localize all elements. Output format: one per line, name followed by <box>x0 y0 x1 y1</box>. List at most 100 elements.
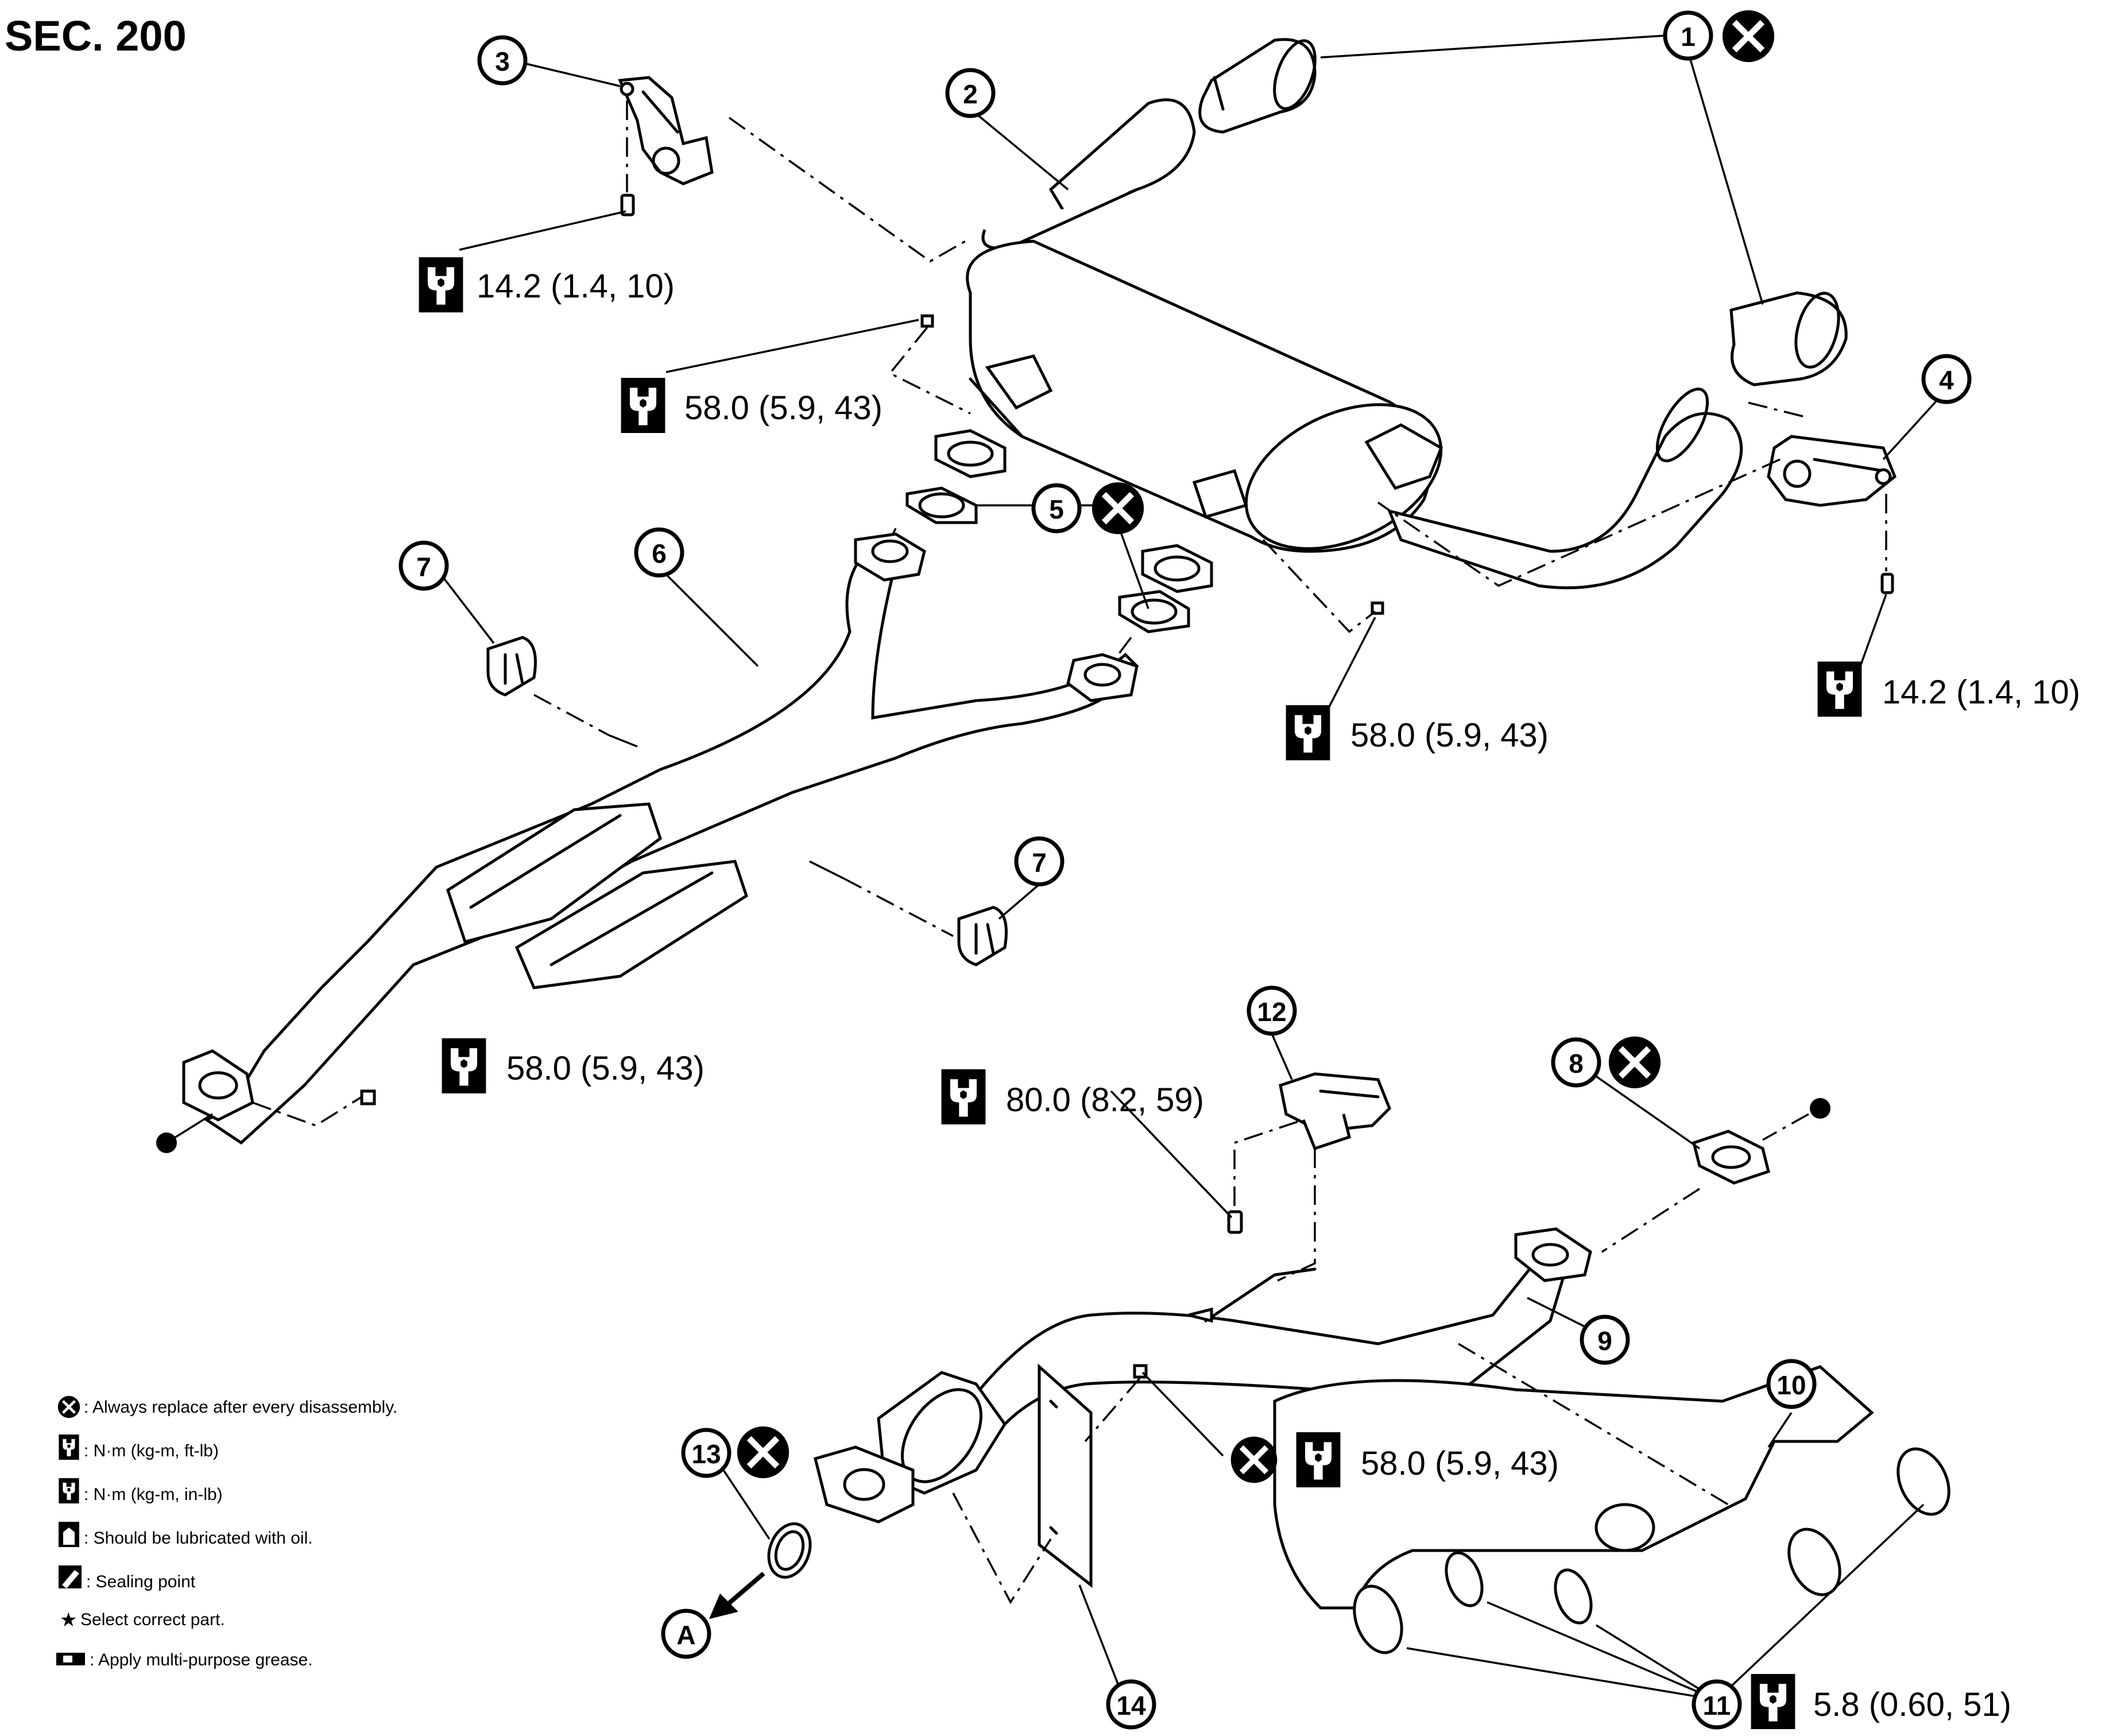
gasket-5-right <box>1118 590 1190 633</box>
torque-text-bracket-12: 80.0 (8.2, 59) <box>1006 1081 1204 1119</box>
callout-1: 1 <box>1663 10 1775 63</box>
torque-clamp-11: 5.8 (0.60, 51) <box>1751 1674 2011 1729</box>
svg-text:7: 7 <box>1032 848 1047 877</box>
legend-row-torque-inlb: : N·m (kg-m, in-lb) <box>59 1478 223 1504</box>
tail-tip-lower <box>1729 291 1848 386</box>
callout-6: 6 <box>634 527 684 578</box>
svg-text:: N·m (kg-m, in-lb): : N·m (kg-m, in-lb) <box>84 1485 223 1504</box>
hanger-bracket-4 <box>1767 435 1897 507</box>
legend-row-replace: : Always replace after every disassembly… <box>57 1395 397 1418</box>
svg-text:: Always replace after every d: : Always replace after every disassembly… <box>84 1398 397 1417</box>
gasket-ring-13 <box>767 1522 812 1579</box>
callout-12: 12 <box>1247 985 1297 1036</box>
svg-text:Select correct part.: Select correct part. <box>80 1610 225 1629</box>
legend-row-sealing: : Sealing point <box>59 1565 196 1591</box>
replace-icon-1 <box>1722 10 1775 63</box>
callout-14: 14 <box>1106 1679 1156 1730</box>
callout-7b: 7 <box>1014 836 1065 887</box>
svg-text:A: A <box>676 1620 695 1650</box>
torque-nm-inlb-icon <box>59 1478 79 1503</box>
bolt-4 <box>1880 573 1894 594</box>
svg-text:6: 6 <box>652 539 667 569</box>
svg-text:: Apply multi-purpose grease.: : Apply multi-purpose grease. <box>90 1650 313 1669</box>
torque-bracket-3: 14.2 (1.4, 10) <box>419 257 675 312</box>
callout-5: 5 <box>1031 482 1144 535</box>
svg-text:: N·m (kg-m, ft-lb): : N·m (kg-m, ft-lb) <box>84 1441 219 1460</box>
legend: : Always replace after every disassembly… <box>56 1395 397 1669</box>
callout-2: 2 <box>945 68 996 118</box>
torque-text-bracket-3: 14.2 (1.4, 10) <box>477 268 675 305</box>
gasket-8 <box>1692 1130 1770 1185</box>
callout-10: 10 <box>1766 1359 1817 1409</box>
callout-11: 11 <box>1692 1679 1742 1730</box>
svg-text:11: 11 <box>1703 1691 1731 1720</box>
clamp-11a <box>1353 1584 1403 1654</box>
torque-text-cat-nut: 58.0 (5.9, 43) <box>1361 1445 1559 1482</box>
legend-row-torque-ftlb: : N·m (kg-m, ft-lb) <box>59 1435 219 1460</box>
section-label: SEC. 200 <box>5 12 187 60</box>
star-icon: ★ <box>60 1609 77 1631</box>
svg-text:9: 9 <box>1597 1326 1612 1356</box>
hanger-bracket-12 <box>1279 1072 1391 1151</box>
svg-text:: Sealing point: : Sealing point <box>86 1572 196 1591</box>
bolt-12 <box>1227 1210 1243 1234</box>
hanger-bracket-3 <box>618 76 714 185</box>
front-flange-nut <box>360 1089 376 1105</box>
torque-muffler-nut-right: 58.0 (5.9, 43) <box>1286 705 1549 760</box>
svg-text:14: 14 <box>1116 1691 1146 1720</box>
rubber-mount-7a <box>486 636 537 697</box>
sealing-icon <box>59 1565 82 1588</box>
torque-bracket-12: 80.0 (8.2, 59) <box>941 1069 1204 1124</box>
torque-text-front-flange: 58.0 (5.9, 43) <box>506 1050 705 1087</box>
muffler-flange-left <box>934 429 1007 478</box>
svg-text:13: 13 <box>691 1439 721 1469</box>
torque-text-clamp-11: 5.8 (0.60, 51) <box>1813 1686 2011 1723</box>
svg-text:3: 3 <box>495 47 510 76</box>
tail-tip-upper <box>1198 38 1317 134</box>
callout-4: 4 <box>1921 354 1972 404</box>
torque-front-flange: 58.0 (5.9, 43) <box>442 1038 705 1093</box>
legend-row-star: ★ Select correct part. <box>60 1609 225 1631</box>
torque-cat-nut: 58.0 (5.9, 43) <box>1230 1432 1559 1487</box>
torque-text-muffler-right: 58.0 (5.9, 43) <box>1350 717 1549 754</box>
callout-3: 3 <box>477 35 528 86</box>
torque-text-muffler-left: 58.0 (5.9, 43) <box>684 389 883 427</box>
callout-9: 9 <box>1580 1314 1630 1365</box>
svg-text:12: 12 <box>1257 997 1286 1027</box>
replace-icon <box>57 1395 80 1418</box>
muffler-nut-right <box>1371 601 1384 615</box>
svg-text:8: 8 <box>1569 1049 1584 1078</box>
torque-bracket-4: 14.2 (1.4, 10) <box>1817 662 2080 717</box>
gasket-5-left <box>905 486 978 524</box>
callout-13: 13 <box>681 1426 789 1479</box>
replace-icon-5 <box>1092 482 1144 535</box>
oil-icon <box>59 1522 79 1547</box>
muffler-flange-right <box>1141 544 1213 593</box>
front-pipe-6 <box>182 532 1139 1145</box>
clamp-11c <box>1554 1568 1593 1625</box>
torque-nm-ftlb-icon <box>59 1435 79 1460</box>
svg-text:2: 2 <box>963 79 978 109</box>
svg-text:: Should be lubricated with oi: : Should be lubricated with oil. <box>84 1529 313 1548</box>
callout-A: A <box>661 1609 711 1659</box>
replace-icon-13 <box>737 1426 789 1479</box>
svg-text:4: 4 <box>1939 365 1954 395</box>
clamp-11b <box>1445 1551 1484 1607</box>
torque-text-bracket-4: 14.2 (1.4, 10) <box>1882 674 2080 711</box>
legend-row-grease: : Apply multi-purpose grease. <box>56 1650 313 1669</box>
torque-muffler-nut-left: 58.0 (5.9, 43) <box>621 378 883 433</box>
grease-icon <box>56 1653 85 1665</box>
svg-text:1: 1 <box>1681 22 1696 52</box>
muffler-nut-left <box>920 314 934 328</box>
direction-arrow <box>709 1571 765 1619</box>
main-muffler <box>966 98 1743 590</box>
callout-8: 8 <box>1551 1036 1661 1089</box>
svg-text:10: 10 <box>1776 1370 1806 1400</box>
callout-7a: 7 <box>398 540 449 591</box>
svg-text:7: 7 <box>416 552 431 582</box>
rubber-mount-7b <box>957 906 1008 966</box>
clamp-11d <box>1787 1528 1841 1596</box>
svg-text:5: 5 <box>1049 494 1064 524</box>
